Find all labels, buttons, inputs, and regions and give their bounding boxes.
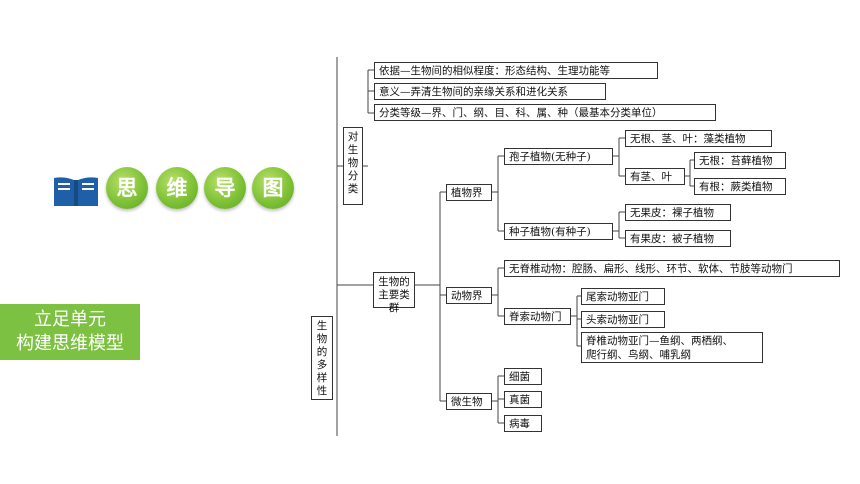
node-fungi: 真菌	[504, 391, 542, 408]
node-bacteria: 细菌	[504, 368, 542, 385]
node-microbe: 微生物	[446, 393, 492, 410]
node-invertebrate: 无脊椎动物：腔肠、扁形、线形、环节、软体、节肢等动物门	[504, 260, 840, 277]
node-spore-plant: 孢子植物(无种子)	[504, 148, 613, 165]
node-plant: 植物界	[446, 184, 492, 201]
node-seed-plant: 种子植物(有种子)	[504, 223, 613, 240]
node-has-stem-leaf: 有茎、叶	[625, 168, 685, 185]
node-vertebrate: 脊椎动物亚门—鱼纲、两栖纲、 爬行纲、鸟纲、哺乳纲	[581, 332, 763, 363]
node-chordate: 脊索动物门	[504, 308, 571, 325]
section-label: 立足单元 构建思维模型	[0, 304, 140, 360]
node-cephalochordate: 头索动物亚门	[581, 311, 665, 328]
node-vertebrate-line2: 爬行纲、鸟纲、哺乳纲	[586, 349, 691, 361]
node-moss: 无根：苔藓植物	[694, 152, 786, 169]
section-label-line2: 构建思维模型	[16, 333, 124, 354]
badge-wei: 维	[156, 167, 198, 209]
badge-dao: 导	[204, 167, 246, 209]
node-ranks: 分类等级—界、门、纲、目、科、属、种（最基本分类单位）	[374, 104, 716, 121]
node-gymnosperm: 无果皮：裸子植物	[625, 204, 731, 221]
badge-si: 思	[106, 167, 148, 209]
node-fern: 有根：蕨类植物	[694, 178, 786, 195]
node-virus: 病毒	[504, 415, 542, 432]
node-basis: 依据—生物间的相似程度：形态结构、生理功能等	[374, 62, 658, 79]
node-animal: 动物界	[446, 287, 492, 304]
node-meaning: 意义—弄清生物间的亲缘关系和进化关系	[374, 83, 606, 100]
section-label-line1: 立足单元	[34, 309, 106, 330]
node-vertebrate-line1: 脊椎动物亚门—鱼纲、两栖纲、	[586, 335, 733, 347]
book-icon	[54, 177, 98, 206]
node-urochordate: 尾索动物亚门	[581, 288, 665, 305]
node-classify: 对生物分类	[343, 127, 363, 205]
node-groups: 生物的主要类群	[373, 272, 415, 314]
node-algae: 无根、茎、叶：藻类植物	[625, 130, 772, 147]
node-angiosperm: 有果皮：被子植物	[625, 230, 731, 247]
badge-tu: 图	[252, 167, 294, 209]
node-root: 生物的多样性	[311, 316, 333, 400]
